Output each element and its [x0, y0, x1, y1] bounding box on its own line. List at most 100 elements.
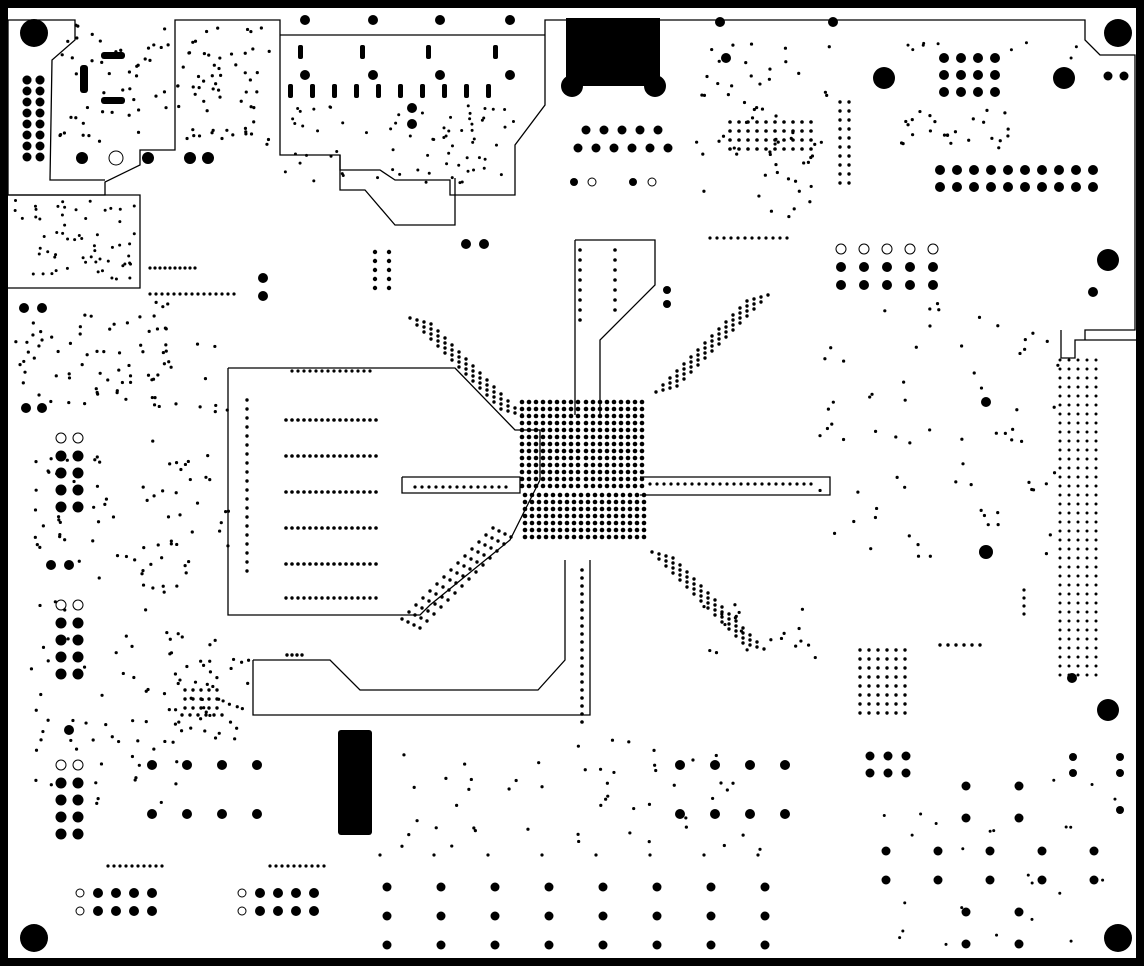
via	[356, 454, 360, 458]
via	[80, 363, 84, 367]
via	[440, 595, 444, 599]
via	[933, 119, 937, 124]
via	[876, 702, 880, 706]
via	[590, 406, 596, 412]
hole-pad	[881, 243, 893, 255]
pad	[710, 760, 720, 770]
via	[193, 266, 197, 270]
via	[568, 483, 574, 489]
pad	[300, 15, 310, 25]
via	[40, 338, 44, 342]
via	[150, 395, 154, 400]
via	[597, 462, 603, 468]
pad	[706, 911, 716, 921]
via	[711, 482, 715, 486]
via	[540, 420, 546, 426]
via	[737, 120, 741, 124]
via	[295, 653, 299, 657]
via	[152, 314, 156, 318]
via	[183, 706, 187, 710]
via	[42, 235, 46, 239]
via	[974, 55, 978, 59]
via	[902, 380, 906, 384]
via	[894, 684, 898, 688]
via	[193, 92, 197, 96]
via	[554, 399, 560, 405]
via	[368, 454, 372, 458]
via	[724, 325, 728, 329]
via	[442, 126, 446, 130]
via	[717, 332, 721, 336]
via	[344, 454, 348, 458]
via	[176, 632, 180, 636]
via	[356, 596, 360, 600]
via	[127, 254, 131, 258]
via	[31, 333, 35, 337]
pad	[1069, 753, 1077, 761]
via	[618, 434, 624, 440]
via	[68, 341, 73, 345]
via	[748, 638, 752, 642]
via	[208, 478, 212, 482]
via	[682, 362, 686, 366]
via	[722, 843, 726, 848]
hole-pad	[108, 150, 124, 166]
pad	[72, 467, 84, 479]
via	[533, 455, 539, 461]
pad	[1014, 939, 1024, 949]
via	[112, 322, 116, 326]
via	[1085, 529, 1089, 533]
via	[80, 236, 84, 240]
via	[477, 156, 481, 160]
via	[727, 612, 731, 616]
via	[160, 556, 164, 560]
via	[606, 534, 612, 540]
via	[1058, 673, 1062, 677]
via	[580, 672, 584, 676]
via	[613, 506, 619, 512]
pad	[1104, 19, 1132, 47]
pad	[202, 152, 214, 164]
via	[575, 448, 581, 454]
via	[218, 56, 222, 60]
via	[391, 168, 395, 172]
via	[320, 562, 324, 566]
via	[83, 313, 87, 317]
pad	[46, 560, 56, 570]
via	[1113, 797, 1117, 801]
pad	[663, 286, 671, 294]
solid-pad	[298, 45, 303, 59]
via	[755, 640, 759, 644]
via	[441, 485, 445, 489]
via	[583, 768, 587, 772]
hole-pad	[22, 75, 32, 85]
via	[1044, 552, 1049, 556]
via	[809, 482, 813, 486]
via	[473, 829, 477, 833]
via	[1022, 604, 1026, 608]
via	[217, 731, 221, 735]
via	[986, 523, 990, 527]
via	[657, 557, 661, 561]
via	[436, 344, 440, 348]
via	[774, 162, 778, 167]
pad	[561, 75, 583, 97]
via	[368, 418, 372, 422]
via	[604, 448, 610, 454]
via	[513, 411, 517, 415]
via	[720, 620, 724, 624]
via	[229, 52, 234, 56]
via	[580, 688, 584, 692]
via	[550, 527, 556, 533]
via	[547, 462, 553, 468]
via	[526, 455, 532, 461]
via	[386, 267, 392, 273]
via	[576, 744, 580, 748]
via	[625, 469, 631, 475]
pad	[573, 143, 583, 153]
via	[499, 402, 503, 406]
via	[745, 309, 749, 313]
via	[580, 584, 584, 588]
via	[936, 42, 940, 46]
via	[320, 490, 324, 494]
